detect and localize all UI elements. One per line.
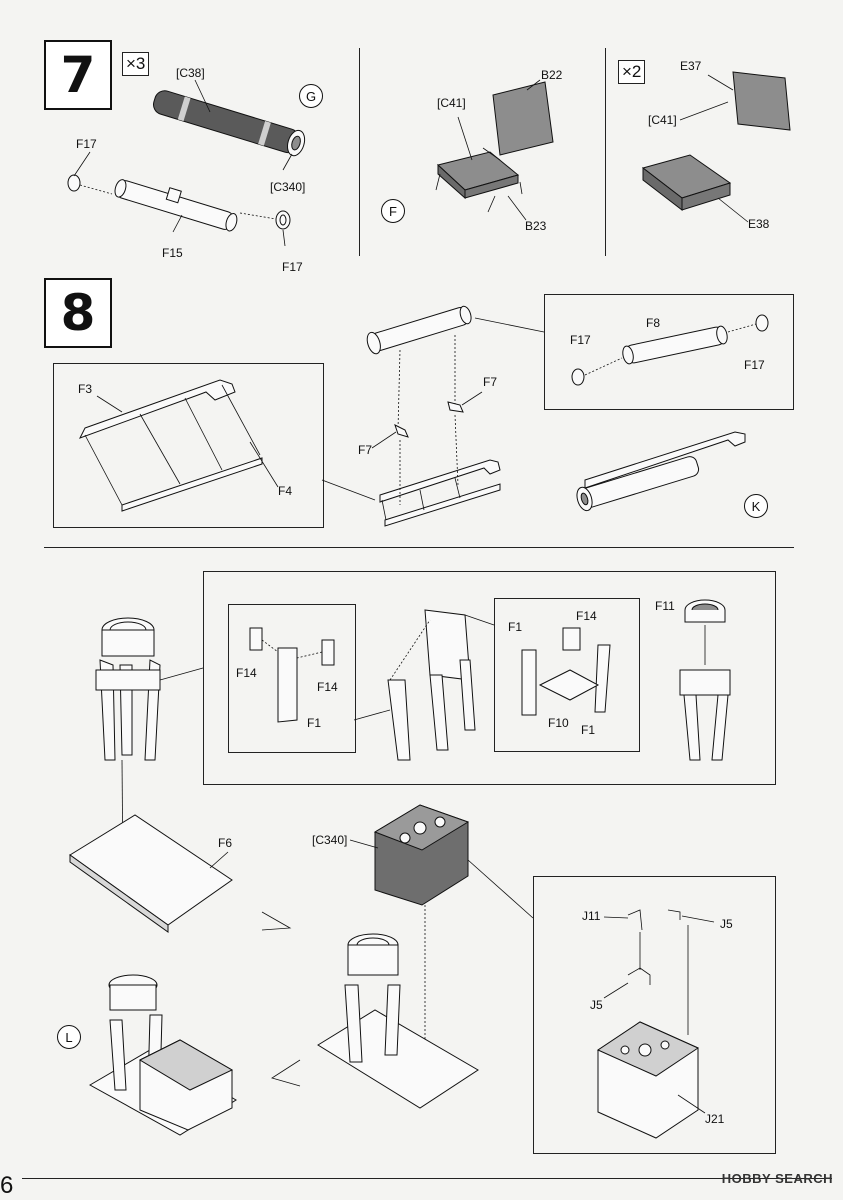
detail-frame	[53, 363, 324, 528]
part-label: J11	[582, 909, 601, 923]
part-label: F17	[76, 137, 97, 151]
marker-circle: K	[744, 494, 768, 518]
part-label: F8	[646, 316, 661, 330]
detail-frame	[544, 294, 794, 410]
part-label: F1	[307, 716, 322, 730]
part-label: J21	[705, 1112, 725, 1126]
part-label: F17	[282, 260, 303, 274]
part-label: E37	[680, 59, 702, 73]
part-label: F17	[744, 358, 765, 372]
marker-circle: L	[57, 1025, 81, 1049]
part-label: F4	[278, 484, 293, 498]
part-label: [C41]	[437, 96, 466, 110]
part-label: F7	[483, 375, 498, 389]
part-label: F1	[508, 620, 523, 634]
part-label: F6	[218, 836, 233, 850]
part-label: E38	[748, 217, 770, 231]
assembly-frame	[203, 571, 776, 785]
part-label: F3	[78, 382, 93, 396]
divider	[605, 48, 606, 256]
part-label: [C41]	[648, 113, 677, 127]
part-label: F11	[655, 599, 675, 613]
section-divider	[44, 547, 794, 548]
part-label: B22	[541, 68, 563, 82]
part-label: J5	[590, 998, 603, 1012]
part-label: [C340]	[312, 833, 348, 847]
part-label: F1	[581, 723, 596, 737]
part-label: [C38]	[176, 66, 205, 80]
part-label: F7	[358, 443, 373, 457]
marker-circle: F	[381, 199, 405, 223]
detail-frame	[533, 876, 776, 1154]
watermark-logo: HOBBY SEARCH	[721, 1171, 833, 1186]
part-label: F14	[236, 666, 257, 680]
divider	[359, 48, 360, 256]
part-label: F10	[548, 716, 569, 730]
part-label: F14	[576, 609, 597, 623]
part-label: J5	[720, 917, 733, 931]
page-bottom-rule	[22, 1178, 832, 1179]
part-label: F15	[162, 246, 183, 260]
part-label: F14	[317, 680, 338, 694]
detail-frame	[228, 604, 356, 753]
part-label: B23	[525, 219, 547, 233]
multiplier-badge: ×2	[618, 60, 646, 84]
part-label: [C340]	[270, 180, 306, 194]
step-number: 7	[44, 40, 112, 110]
step-number: 8	[44, 278, 112, 348]
marker-circle: G	[299, 84, 323, 108]
part-label: F17	[570, 333, 591, 347]
detail-frame	[494, 598, 640, 752]
page-number: 6	[0, 1172, 14, 1199]
multiplier-badge: ×3	[122, 52, 150, 76]
